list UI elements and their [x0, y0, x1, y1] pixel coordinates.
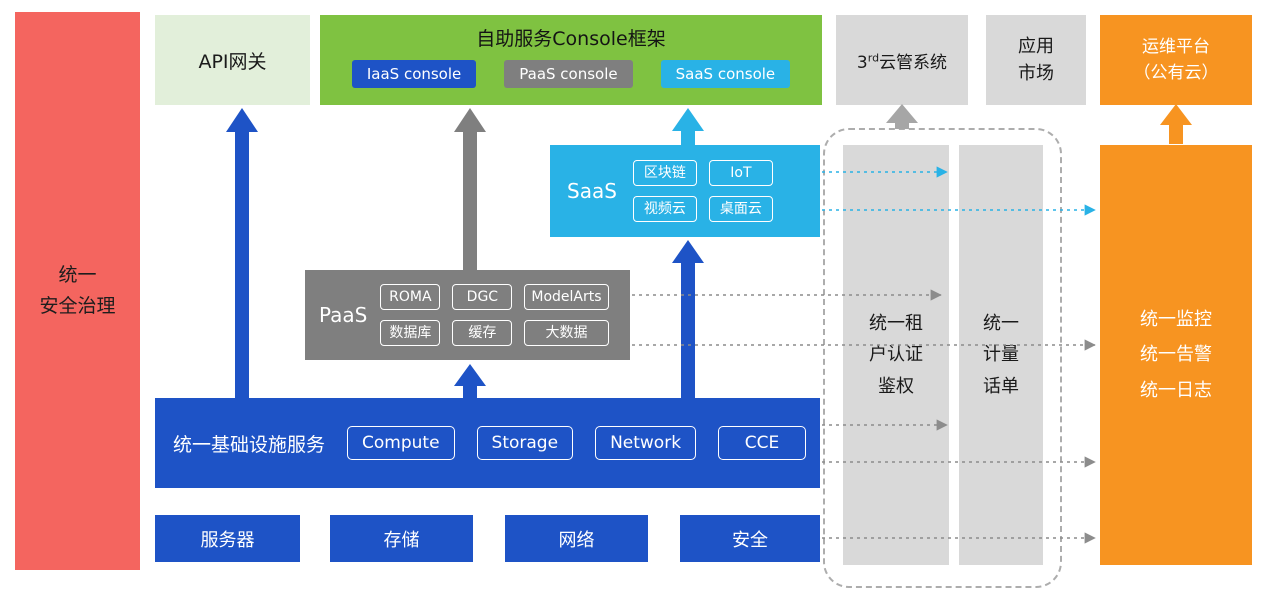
third-party-cloud-mgmt-label: 3rd云管系统 — [857, 48, 947, 73]
tenant-auth-bar: 统一租 户认证 鉴权 — [843, 145, 949, 565]
security-governance-bar: 统一 安全治理 — [15, 12, 140, 570]
saas-item-iot: IoT — [708, 159, 773, 186]
api-gateway-box: API网关 — [155, 15, 310, 105]
iaas-console-button: IaaS console — [351, 60, 477, 88]
third-party-superscript: rd — [867, 50, 880, 64]
paas-item-modelarts: ModelArts — [524, 283, 609, 310]
arrow-monitoring-to-om-platform — [1160, 104, 1192, 144]
iaas-service-row: Compute Storage Network CCE — [347, 426, 807, 460]
third-party-cloud-mgmt-box: 3rd云管系统 — [836, 15, 968, 105]
arrow-paas-to-console — [454, 108, 486, 270]
paas-item-roma: ROMA — [380, 283, 441, 310]
arrow-saas-to-console — [672, 108, 704, 146]
monitoring-alarm-log-bar: 统一监控 统一告警 统一日志 — [1100, 145, 1252, 565]
third-party-prefix: 3 — [856, 52, 868, 73]
arrow-shared-to-third-party — [886, 104, 918, 129]
hardware-security-box: 安全 — [680, 515, 820, 562]
console-button-row: IaaS console PaaS console SaaS console — [351, 60, 791, 88]
paas-item-cache: 缓存 — [452, 320, 513, 347]
saas-item-desktop-cloud: 桌面云 — [708, 196, 773, 223]
iaas-item-compute: Compute — [347, 426, 455, 460]
iaas-item-storage: Storage — [476, 426, 574, 460]
iaas-item-network: Network — [595, 426, 697, 460]
arrow-iaas-to-api-gateway — [226, 108, 258, 399]
paas-box: PaaS ROMA DGC ModelArts 数据库 缓存 大数据 — [305, 270, 630, 360]
hardware-storage-box: 存储 — [330, 515, 473, 562]
arrow-iaas-to-saas — [672, 240, 704, 399]
saas-label: SaaS — [567, 179, 617, 203]
saas-box: SaaS 区块链 IoT 视频云 桌面云 — [550, 145, 820, 237]
metering-billing-bar: 统一 计量 话单 — [959, 145, 1043, 565]
third-party-suffix: 云管系统 — [879, 52, 948, 73]
saas-item-video-cloud: 视频云 — [632, 196, 697, 223]
console-framework-box: 自助服务Console框架 IaaS console PaaS console … — [320, 15, 822, 105]
iaas-label: 统一基础设施服务 — [173, 433, 326, 456]
saas-item-blockchain: 区块链 — [632, 159, 697, 186]
paas-console-button: PaaS console — [504, 60, 633, 88]
paas-item-dgc: DGC — [452, 283, 513, 310]
paas-item-bigdata: 大数据 — [524, 320, 609, 347]
iaas-infrastructure-bar: 统一基础设施服务 Compute Storage Network CCE — [155, 398, 820, 488]
hardware-server-box: 服务器 — [155, 515, 300, 562]
arrow-iaas-to-paas — [454, 364, 486, 399]
iaas-item-cce: CCE — [718, 426, 807, 460]
paas-service-grid: ROMA DGC ModelArts 数据库 缓存 大数据 — [380, 283, 609, 347]
app-market-box: 应用 市场 — [986, 15, 1086, 105]
om-platform-box: 运维平台 （公有云） — [1100, 15, 1252, 105]
paas-label: PaaS — [319, 303, 368, 327]
console-framework-title: 自助服务Console框架 — [476, 28, 666, 50]
saas-service-grid: 区块链 IoT 视频云 桌面云 — [632, 159, 773, 223]
hardware-network-box: 网络 — [505, 515, 648, 562]
saas-console-button: SaaS console — [660, 60, 791, 88]
paas-item-database: 数据库 — [380, 320, 441, 347]
shared-services-dashed-container — [823, 128, 1062, 588]
